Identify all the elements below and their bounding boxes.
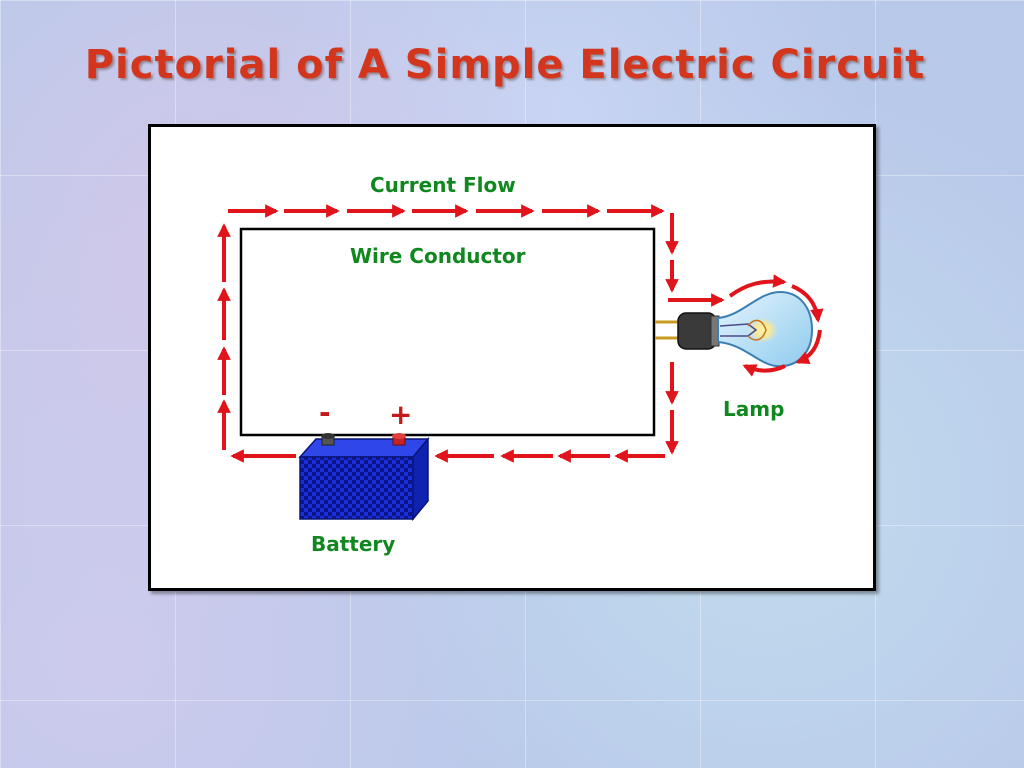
lamp-label: Lamp <box>723 397 785 421</box>
negative-terminal-sign: - <box>319 396 331 429</box>
battery-cell <box>298 433 430 522</box>
battery-label: Battery <box>311 532 396 556</box>
current-flow-arrows-right <box>665 213 725 455</box>
lamp-bulb <box>655 290 814 368</box>
current-flow-arrows-lamp <box>728 274 824 377</box>
current-flow-label: Current Flow <box>370 173 516 197</box>
wire-conductor <box>239 227 656 437</box>
wire-conductor-label: Wire Conductor <box>350 244 526 268</box>
page-title: Pictorial of A Simple Electric Circuit <box>84 42 926 88</box>
positive-terminal-sign: + <box>389 398 413 431</box>
